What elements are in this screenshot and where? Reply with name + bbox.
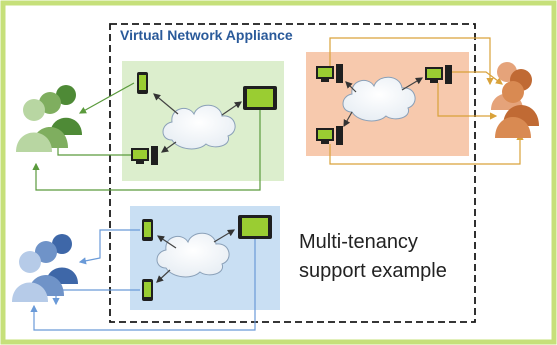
user-group-green-icon — [16, 85, 82, 152]
arrow — [221, 101, 242, 116]
desktop-computer-icon — [131, 146, 158, 165]
arrow — [437, 83, 498, 120]
caption-line: support example — [299, 260, 447, 282]
cloud-icon — [156, 232, 230, 278]
arrow — [153, 93, 179, 115]
user-group-orange-icon — [491, 62, 539, 138]
smartphone-icon — [142, 279, 153, 301]
smartphone-icon — [142, 219, 153, 241]
arrow — [161, 141, 177, 153]
user-group-blue-icon — [12, 234, 78, 302]
arrow — [52, 289, 140, 306]
cloud-icon — [162, 104, 236, 150]
arrow — [54, 140, 131, 156]
desktop-computer-icon — [316, 126, 343, 145]
arrow — [157, 235, 177, 249]
arrow — [401, 77, 424, 91]
appliance-box — [109, 23, 476, 323]
arrow — [345, 81, 357, 93]
smartphone-icon — [137, 72, 148, 94]
desktop-computer-icon — [316, 64, 343, 83]
arrow — [329, 37, 494, 86]
arrow — [30, 239, 256, 331]
caption-line: Multi-tenancy — [299, 231, 418, 253]
arrow — [78, 82, 135, 114]
tablet-icon — [243, 86, 277, 110]
appliance-title: Virtual Network Appliance — [120, 27, 293, 43]
diagram-caption: Multi-tenancy support example — [299, 228, 489, 286]
arrow — [213, 229, 236, 243]
arrow — [329, 132, 524, 165]
arrow — [32, 110, 261, 191]
arrow — [343, 111, 353, 128]
tablet-icon — [238, 215, 272, 239]
cloud-icon — [342, 76, 416, 122]
arrow — [78, 229, 140, 265]
desktop-computer-icon — [425, 65, 452, 84]
arrow — [452, 71, 503, 85]
arrow — [156, 269, 171, 283]
